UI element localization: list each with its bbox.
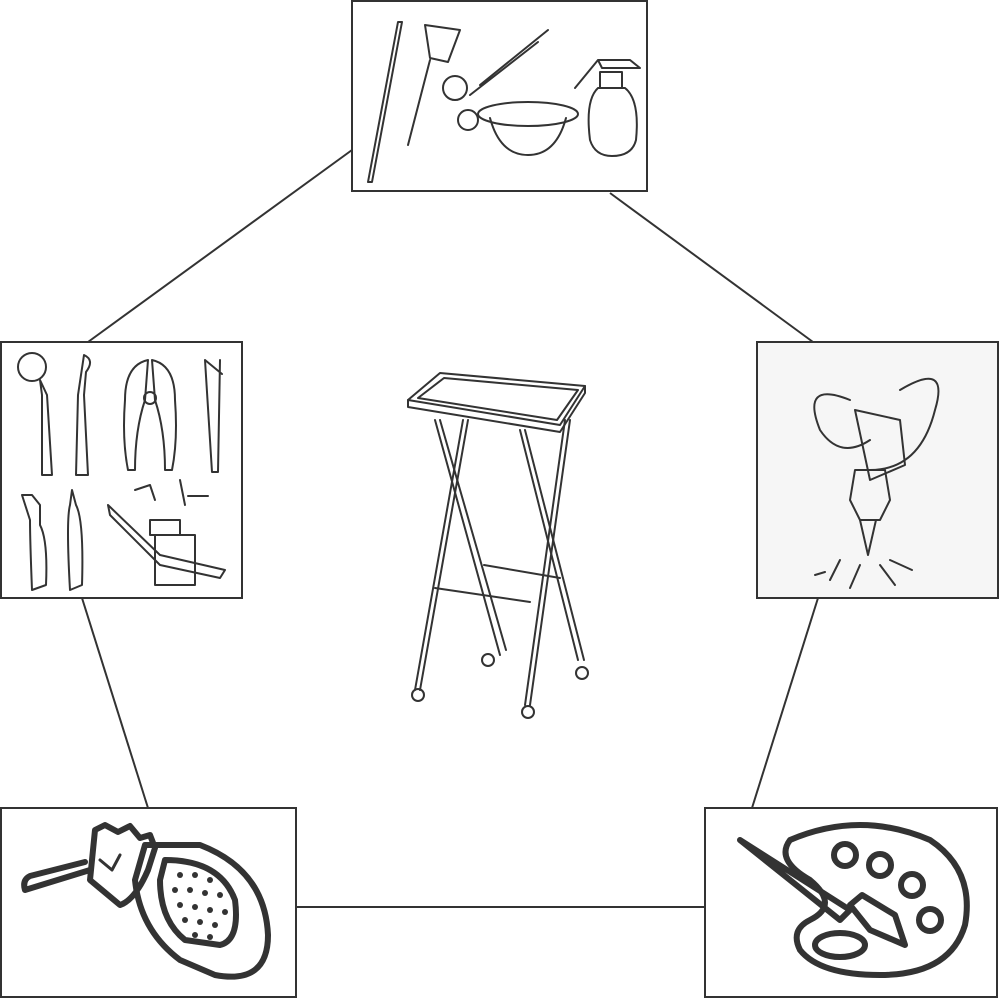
panel-dental xyxy=(0,341,243,599)
panel-painting xyxy=(704,807,998,998)
dot-pattern xyxy=(172,872,228,940)
panel-nail-care xyxy=(0,807,297,998)
panel-tattoo xyxy=(756,341,999,599)
rolling-tray-stand-icon xyxy=(407,372,589,719)
dental-tools-icon xyxy=(17,352,226,591)
tattoo-machine-icon xyxy=(813,377,940,589)
connector-top-right xyxy=(609,192,814,343)
connector-lines xyxy=(81,149,819,908)
painting-palette-icon xyxy=(737,822,970,978)
panel-hair-salon xyxy=(351,0,648,192)
hair-salon-tools-icon xyxy=(367,21,641,183)
connector-right-bottomright xyxy=(751,597,819,809)
connector-left-bottomleft xyxy=(81,597,149,809)
connector-top-left xyxy=(87,149,353,343)
nail-manicure-tools-icon xyxy=(21,822,271,980)
